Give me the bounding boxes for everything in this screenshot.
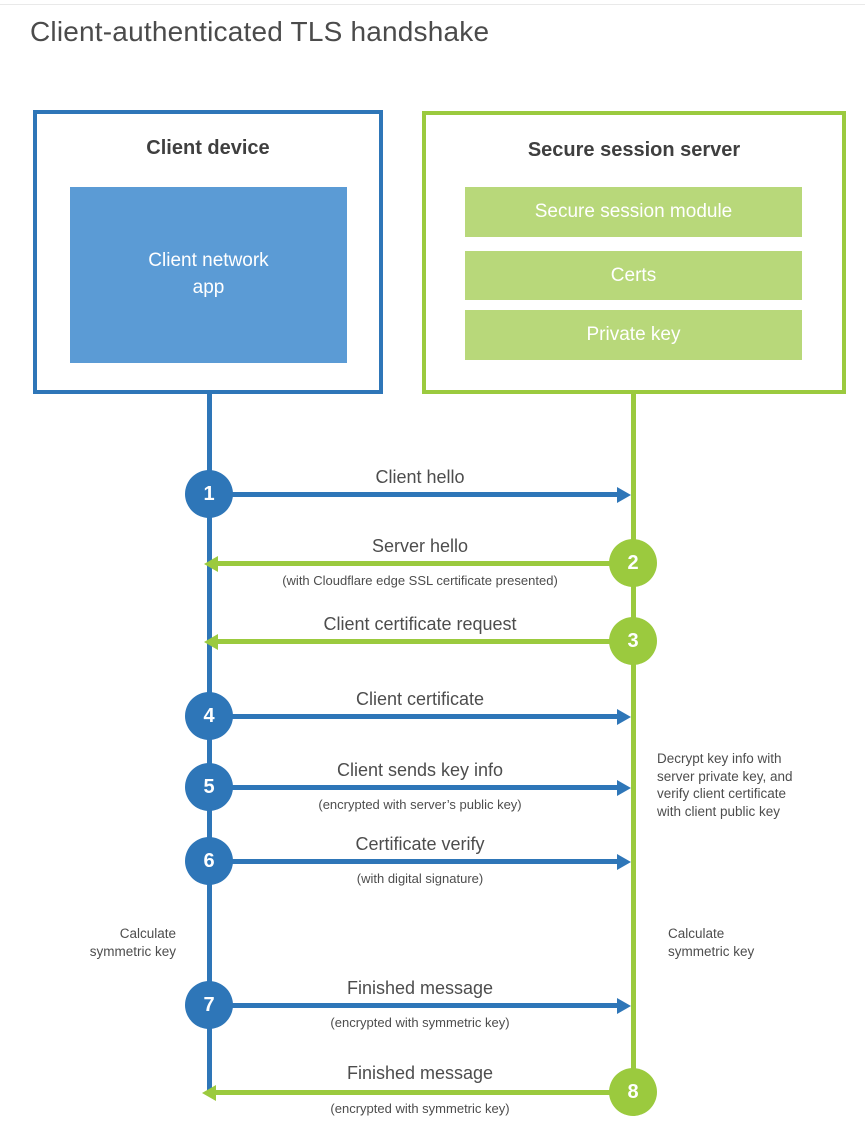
step-4-label: Client certificate xyxy=(355,689,485,709)
arrow-shaft xyxy=(216,561,611,566)
step-1-label: Client hello xyxy=(375,467,465,487)
arrow-head-left-icon xyxy=(204,633,218,650)
arrow-head-right-icon xyxy=(617,486,631,503)
step-1-circle: 1 xyxy=(185,470,233,518)
diagram-title: Client-authenticated TLS handshake xyxy=(30,16,490,47)
step-8-arrow xyxy=(202,1084,611,1101)
arrow-shaft xyxy=(231,714,619,719)
step-7-label: Finished message xyxy=(346,978,494,998)
step-3-arrow xyxy=(204,633,611,650)
step-6-number: 6 xyxy=(203,849,215,872)
arrow-head-left-icon xyxy=(202,1084,216,1101)
arrow-shaft xyxy=(231,1003,619,1008)
step-3-label: Client certificate request xyxy=(323,614,517,634)
arrow-shaft xyxy=(216,639,611,644)
step-4-arrow xyxy=(231,708,631,725)
private-key-bar: Private key xyxy=(465,310,802,360)
step-6-label: Certificate verify xyxy=(355,834,485,854)
client-lifeline xyxy=(207,394,212,1095)
decrypt-note-line: Decrypt key info with xyxy=(657,751,782,766)
decrypt-key-info-note: Decrypt key info with server private key… xyxy=(657,750,847,820)
decrypt-note-line: verify client certificate xyxy=(657,786,787,801)
secure-session-module-bar: Secure session module xyxy=(465,187,802,237)
step-2-arrow xyxy=(204,555,611,572)
decrypt-note-line: with client public key xyxy=(657,803,781,819)
client-device-box: Client device Client network app xyxy=(33,110,383,394)
step-8-circle: 8 xyxy=(609,1068,657,1116)
step-5-sublabel: (encrypted with server’s public key) xyxy=(318,797,522,812)
step-5-number: 5 xyxy=(203,775,215,798)
client-network-app-box: Client network app xyxy=(70,187,347,363)
calc-note-line: symmetric key xyxy=(89,943,176,959)
step-3-circle: 3 xyxy=(609,617,657,665)
step-3-number: 3 xyxy=(627,629,639,652)
arrow-head-right-icon xyxy=(617,779,631,796)
arrow-head-right-icon xyxy=(617,708,631,725)
step-2-number: 2 xyxy=(627,551,639,574)
calc-note-line: Calculate xyxy=(119,926,176,941)
arrow-head-right-icon xyxy=(617,997,631,1014)
secure-session-module-label: Secure session module xyxy=(534,201,733,222)
arrow-shaft xyxy=(231,859,619,864)
step-5-arrow xyxy=(231,779,631,796)
secure-session-server-title: Secure session server xyxy=(527,139,741,161)
step-7-sublabel: (encrypted with symmetric key) xyxy=(330,1015,510,1030)
client-device-title: Client device xyxy=(146,137,270,159)
arrow-head-left-icon xyxy=(204,555,218,572)
step-1-arrow xyxy=(231,486,631,503)
step-8-number: 8 xyxy=(627,1080,639,1103)
client-network-app-label: Client network app xyxy=(148,250,269,298)
step-6-arrow xyxy=(231,853,631,870)
step-5-label: Client sends key info xyxy=(336,760,504,780)
certs-bar: Certs xyxy=(465,251,802,300)
arrow-shaft xyxy=(231,492,619,497)
step-8-label: Finished message xyxy=(346,1063,494,1083)
arrow-shaft xyxy=(214,1090,611,1095)
step-4-circle: 4 xyxy=(185,692,233,740)
step-7-arrow xyxy=(231,997,631,1014)
step-7-circle: 7 xyxy=(185,981,233,1029)
step-7-number: 7 xyxy=(203,993,215,1016)
decrypt-note-line: server private key, and xyxy=(657,768,793,784)
server-lifeline xyxy=(631,394,636,1070)
certs-label: Certs xyxy=(610,264,657,286)
step-6-sublabel: (with digital signature) xyxy=(356,871,484,886)
step-2-sublabel: (with Cloudflare edge SSL certificate pr… xyxy=(282,573,558,588)
step-4-number: 4 xyxy=(203,704,215,727)
private-key-label: Private key xyxy=(586,324,681,345)
calculate-symmetric-key-note-server: Calculate symmetric key xyxy=(668,925,798,960)
secure-session-server-box: Secure session server Secure session mod… xyxy=(422,111,846,394)
step-2-label: Server hello xyxy=(371,536,469,556)
calculate-symmetric-key-note-client: Calculate symmetric key xyxy=(46,925,176,960)
calc-note-line: symmetric key xyxy=(668,943,755,959)
step-6-circle: 6 xyxy=(185,837,233,885)
arrow-shaft xyxy=(231,785,619,790)
step-1-number: 1 xyxy=(203,482,215,505)
arrow-head-right-icon xyxy=(617,853,631,870)
calc-note-line: Calculate xyxy=(668,926,725,941)
top-border-line xyxy=(0,4,865,5)
step-5-circle: 5 xyxy=(185,763,233,811)
step-8-sublabel: (encrypted with symmetric key) xyxy=(330,1101,510,1116)
step-2-circle: 2 xyxy=(609,539,657,587)
